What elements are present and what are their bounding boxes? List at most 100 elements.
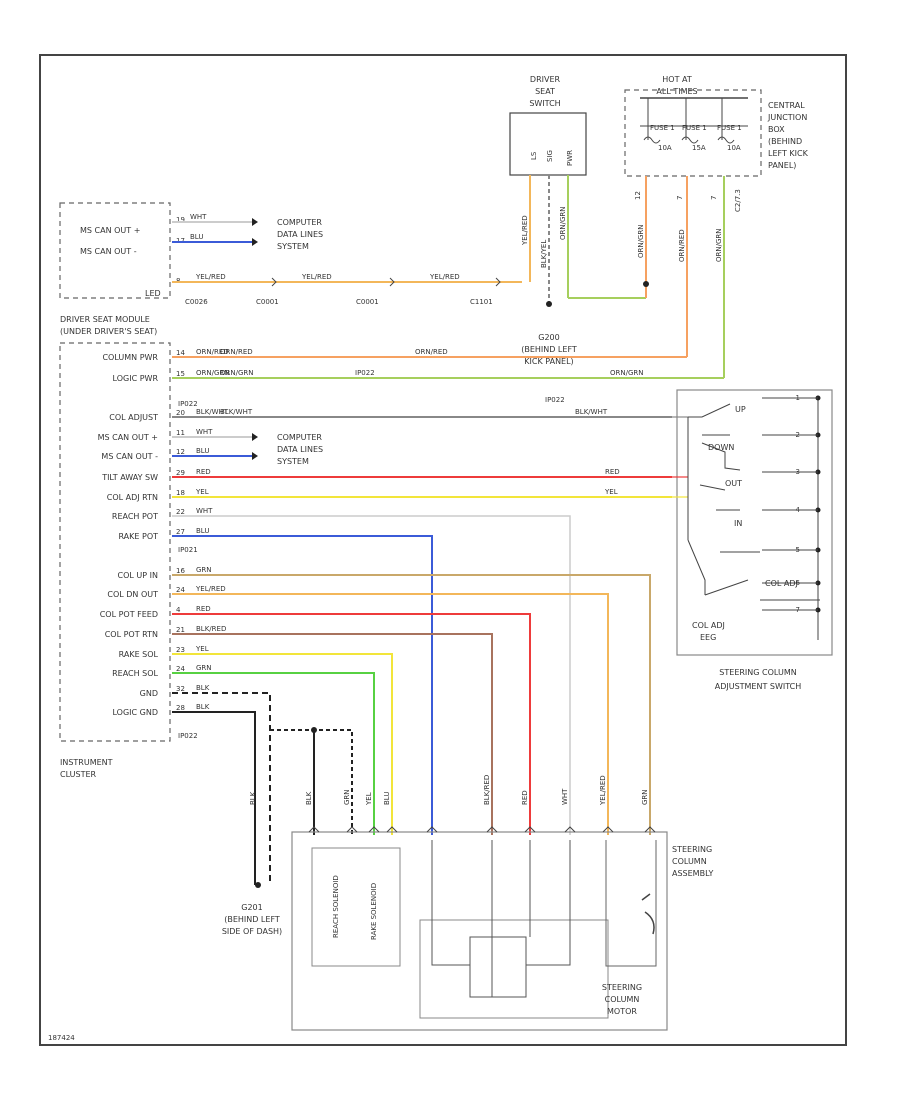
dsm-connector-2: C0001 <box>256 298 279 306</box>
ic-connector-top: IP022 <box>178 400 198 408</box>
wire-rake-sol <box>172 653 393 835</box>
adj-switch-internal <box>687 417 706 595</box>
cluster-row-pin: 4 <box>176 606 181 614</box>
g201-label-3: SIDE OF DASH) <box>222 927 282 936</box>
cluster-row-wire: YEL <box>195 645 209 653</box>
fuse-3-label: FUSE 1 <box>717 124 742 132</box>
cluster-row-pin: 27 <box>176 528 185 536</box>
dsm-connector-4: C1101 <box>470 298 493 306</box>
cluster-row-name: COLUMN PWR <box>102 353 158 362</box>
cluster-row-wire: GRN <box>196 566 212 574</box>
fuse-3-rating: 10A <box>727 144 741 152</box>
cluster-row-pin: 21 <box>176 626 185 634</box>
dsm-label-2: (UNDER DRIVER'S SEAT) <box>60 327 157 336</box>
cluster-row-wire: BLU <box>196 447 209 455</box>
dsm-wire-2-label: BLU <box>190 233 203 241</box>
motor-label-3: MOTOR <box>607 1007 637 1016</box>
cjb-splice <box>643 281 649 287</box>
cjb-label-2: JUNCTION <box>767 113 807 122</box>
assembly-label-2: COLUMN <box>672 857 707 866</box>
fuse-1-rating: 10A <box>658 144 672 152</box>
cluster-row-name: REACH SOL <box>112 669 158 678</box>
switch-up-label: UP <box>735 405 746 414</box>
cluster-row-name: MS CAN OUT - <box>101 452 158 461</box>
dsm-row-3-name: LED <box>145 289 161 298</box>
seat-switch-wire-3-label: ORN/GRN <box>559 207 567 241</box>
cjb-box <box>624 89 762 177</box>
cjb-label-3: BOX <box>768 125 785 134</box>
g201-splice <box>255 882 261 888</box>
adj-switch-box <box>676 389 833 656</box>
assembly-wire-label: GRN <box>641 789 649 805</box>
cjb-label-5: LEFT KICK <box>768 149 809 158</box>
hot-at-label-1: HOT AT <box>662 75 692 84</box>
col-adj-eeg-2: EEG <box>700 633 716 642</box>
cdl-2-label-3: SYSTEM <box>277 457 309 466</box>
dsm-row-1-pin: 19 <box>176 216 185 224</box>
cluster-row-name: COL UP IN <box>118 571 158 580</box>
fuse-2-rating: 15A <box>692 144 706 152</box>
motor-label-2: COLUMN <box>605 995 640 1004</box>
dsm-row-1-name: MS CAN OUT + <box>80 226 140 235</box>
adj-switch-label-1: STEERING COLUMN <box>719 668 796 677</box>
cluster-row-pin: 28 <box>176 704 185 712</box>
top-wire-label-1: YEL/RED <box>195 273 226 281</box>
cluster-row-pin: 12 <box>176 448 185 456</box>
assembly-label-1: STEERING <box>672 845 712 854</box>
ic-connector-mid: IP021 <box>178 546 198 554</box>
diagram-footer-id: 187424 <box>48 1034 75 1042</box>
assembly-pin <box>564 826 576 833</box>
assembly-pin <box>386 826 398 833</box>
cluster-row-wire: ORN/RED <box>196 348 229 356</box>
assembly-wire-label: WHT <box>561 788 569 805</box>
cdl-2-label-1: COMPUTER <box>277 433 322 442</box>
cluster-row-name: TILT AWAY SW <box>101 473 158 482</box>
ic-label-1: INSTRUMENT <box>60 758 113 767</box>
assembly-pin <box>308 826 320 833</box>
wire-gnd <box>172 692 271 885</box>
ic-label-2: CLUSTER <box>60 770 97 779</box>
assembly-wire-label: RED <box>521 790 529 805</box>
cluster-row-name: RAKE SOL <box>119 650 159 659</box>
cluster-row-wire: YEL/RED <box>195 585 226 593</box>
g200-label-3: KICK PANEL) <box>524 357 573 366</box>
assembly-pin <box>486 826 498 833</box>
rake-solenoid-label: RAKE SOLENOID <box>370 883 378 940</box>
cluster-row-pin: 20 <box>176 409 185 417</box>
wire-col-adjust-label-2: BLK/WHT <box>575 408 608 416</box>
top-wire-label-3: YEL/RED <box>429 273 460 281</box>
driver-seat-switch-box <box>509 112 587 176</box>
seat-switch-pin-pwr: PWR <box>566 150 574 166</box>
cluster-row-wire: RED <box>196 468 211 476</box>
cluster-row-wire: BLK/WHT <box>196 408 229 416</box>
seat-switch-pin-sig: SIG <box>546 150 554 162</box>
hot-at-label-2: ALL TIMES <box>656 87 697 96</box>
cluster-row-pin: 18 <box>176 489 185 497</box>
cluster-row-name: COL ADJ RTN <box>107 493 158 502</box>
assembly-pin <box>426 826 438 833</box>
wire-col-pot-feed <box>172 613 531 835</box>
assembly-wire-label: BLK <box>249 791 257 805</box>
assembly-wire-label: YEL <box>365 792 373 806</box>
cjb-fuse-symbols <box>643 136 735 144</box>
driver-seat-switch-label-3: SWITCH <box>529 99 560 108</box>
assembly-pin <box>368 826 380 833</box>
motor-symbol <box>469 936 527 998</box>
cdl-2-label-2: DATA LINES <box>277 445 323 454</box>
cluster-row-name: GND <box>140 689 158 698</box>
cdl-1-label-3: SYSTEM <box>277 242 309 251</box>
motor-label-1: STEERING <box>602 983 642 992</box>
cjb-pin-3: 7 <box>710 196 718 200</box>
switch-in-label: IN <box>734 519 742 528</box>
wire-tilt-away-label: RED <box>605 468 620 476</box>
wire-logic-pwr-label-2: ORN/GRN <box>610 369 644 377</box>
assembly-switch-symbol <box>641 893 655 935</box>
cluster-row-pin: 23 <box>176 646 185 654</box>
driver-seat-module-box <box>59 202 171 299</box>
seat-switch-pin-ls: LS <box>530 151 538 160</box>
dsm-label-1: DRIVER SEAT MODULE <box>60 315 150 324</box>
cluster-row-name: COL POT FEED <box>100 610 158 619</box>
